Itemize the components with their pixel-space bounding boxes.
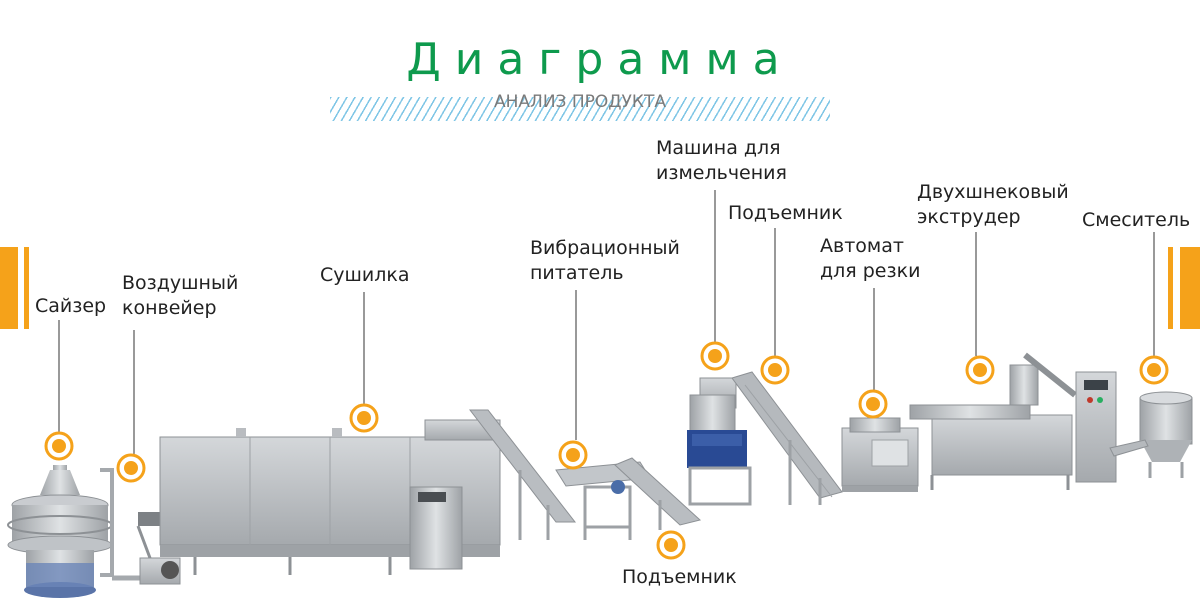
label-grinder-line-1: Машина для xyxy=(656,137,781,159)
label-cutter-line-1: Автомат xyxy=(820,235,904,257)
label-vibro-feeder: Вибрационный питатель xyxy=(530,236,680,286)
marker-air-conveyor xyxy=(116,453,146,483)
right-accent-bar-2 xyxy=(1180,247,1200,329)
label-dryer: Сушилка xyxy=(320,263,410,288)
label-cutter: Автомат для резки xyxy=(820,234,920,284)
label-elevator-bottom: Подъемник xyxy=(622,565,737,590)
mixer-machine xyxy=(1109,391,1193,478)
label-air-conveyor: Воздушный конвейер xyxy=(122,271,238,321)
label-air-conveyor-line-1: Воздушный xyxy=(122,272,239,294)
label-mixer: Смеситель xyxy=(1082,208,1190,233)
label-extruder: Двухшнековый экструдер xyxy=(917,180,1069,230)
left-accent-bar-2 xyxy=(24,247,29,329)
left-accent-bar-1 xyxy=(0,247,18,329)
dryer-machine xyxy=(159,419,501,575)
label-vibro-feeder-line-1: Вибрационный xyxy=(530,237,680,259)
label-extruder-line-2: экструдер xyxy=(917,206,1021,228)
label-cutter-line-2: для резки xyxy=(820,260,921,282)
label-sizer: Сайзер xyxy=(35,294,106,319)
cutter-machine xyxy=(841,417,919,492)
marker-sizer xyxy=(44,431,74,461)
marker-mixer xyxy=(1139,355,1169,385)
label-mixer-text: Смеситель xyxy=(1082,209,1191,231)
right-accent-bar-1 xyxy=(1168,247,1173,329)
label-vibro-feeder-line-2: питатель xyxy=(530,262,624,284)
marker-dryer xyxy=(349,403,379,433)
label-grinder-line-2: измельчения xyxy=(656,162,787,184)
label-grinder: Машина для измельчения xyxy=(656,136,787,186)
air-conveyor-machine xyxy=(112,512,181,585)
marker-elevator-top xyxy=(760,355,790,385)
marker-vibro-feeder xyxy=(558,440,588,470)
page-title: Диаграмма xyxy=(406,34,794,85)
label-elevator-bottom-text: Подъемник xyxy=(622,566,737,588)
marker-grinder xyxy=(700,341,730,371)
extruder-machine xyxy=(909,352,1117,490)
label-extruder-line-1: Двухшнековый xyxy=(917,181,1069,203)
subtitle-stripe-band xyxy=(330,97,830,121)
label-dryer-text: Сушилка xyxy=(320,264,410,286)
page-subtitle: АНАЛИЗ ПРОДУКТА xyxy=(494,92,666,112)
incline-conveyor-bottom xyxy=(614,457,702,530)
label-elevator-top: Подъемник xyxy=(728,201,843,226)
label-sizer-text: Сайзер xyxy=(35,295,107,317)
label-elevator-top-text: Подъемник xyxy=(728,202,843,224)
sizer-machine xyxy=(7,465,114,598)
label-air-conveyor-line-2: конвейер xyxy=(122,297,217,319)
marker-cutter xyxy=(858,389,888,419)
incline-conveyor-dryer xyxy=(468,409,577,540)
leader-lines xyxy=(58,190,1155,456)
grinder-machine xyxy=(687,377,752,506)
marker-extruder xyxy=(965,355,995,385)
marker-elevator-bottom xyxy=(656,530,686,560)
